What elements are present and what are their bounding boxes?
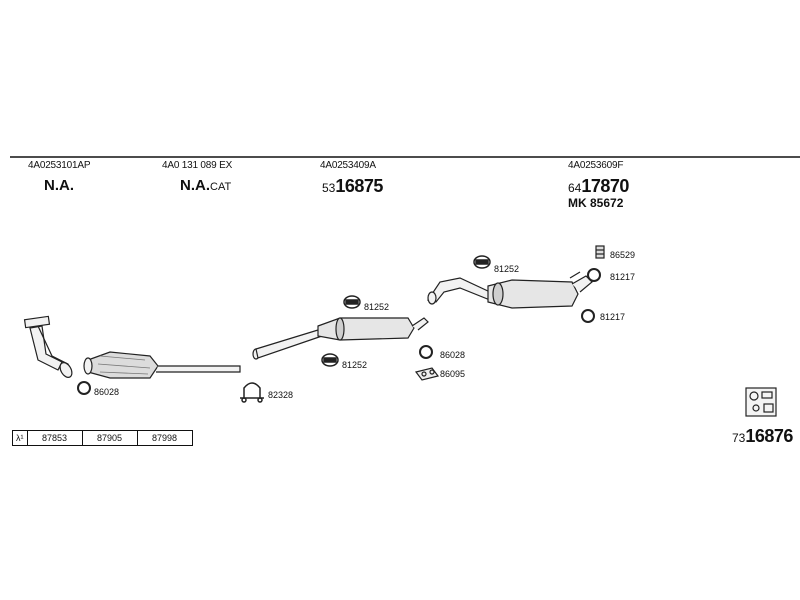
lambda-item-1: 87853 xyxy=(26,431,82,445)
kit-number-main: 16876 xyxy=(745,426,793,446)
number-center-silencer: 5316875 xyxy=(322,176,383,197)
lambda-symbol: λ¹ xyxy=(16,433,24,443)
number-center-silencer-prefix: 53 xyxy=(322,181,336,195)
number-rear-muffler-main: 17870 xyxy=(581,176,629,196)
part-81217-upper: 81217 xyxy=(610,272,636,282)
part-81252-center-top: 81252 xyxy=(364,302,390,312)
code-catalyst: 4A0 131 089 EX xyxy=(162,160,233,171)
clamp-icon xyxy=(240,382,264,403)
part-86028-center: 86028 xyxy=(440,350,466,360)
number-center-silencer-main: 16875 xyxy=(335,176,383,196)
lambda-legend: λ¹ 87853 87905 87998 xyxy=(12,430,193,446)
kit-number: 7316876 xyxy=(732,426,793,447)
lambda-item-2: 87905 xyxy=(81,431,137,445)
number-rear-muffler-prefix: 64 xyxy=(568,181,582,195)
middle-pipe xyxy=(252,329,323,360)
part-82328: 82328 xyxy=(268,390,294,400)
kit-icon xyxy=(745,387,777,417)
part-81252-rear: 81252 xyxy=(494,264,520,274)
code-rear-muffler: 4A0253609F xyxy=(568,160,624,171)
code-front-pipe: 4A0253101AP xyxy=(28,160,91,171)
label-front-pipe: N.A. xyxy=(44,177,74,194)
kit-number-prefix: 73 xyxy=(732,431,746,445)
catalytic-converter xyxy=(83,351,241,379)
label-catalyst: N.A.CAT xyxy=(180,177,231,194)
part-81252-center-bottom: 81252 xyxy=(342,360,368,370)
bracket-icon xyxy=(595,245,605,259)
center-silencer xyxy=(317,317,429,341)
part-86028-front: 86028 xyxy=(94,387,120,397)
label-catalyst-na: N.A. xyxy=(180,177,210,194)
code-center-silencer: 4A0253409A xyxy=(320,160,376,171)
rear-muffler xyxy=(427,271,593,309)
part-81217-lower: 81217 xyxy=(600,312,626,322)
mk-label: MK 85672 xyxy=(568,196,624,210)
part-86529: 86529 xyxy=(610,250,636,260)
lambda-item-3: 87998 xyxy=(136,431,192,445)
front-pipe xyxy=(23,315,73,378)
label-catalyst-suffix: CAT xyxy=(210,181,232,193)
hanger-icons xyxy=(321,255,491,367)
gasket-ring-icons xyxy=(77,268,601,395)
number-rear-muffler: 6417870 xyxy=(568,176,629,197)
flange-gasket-icon xyxy=(414,367,440,381)
part-86095: 86095 xyxy=(440,369,466,379)
